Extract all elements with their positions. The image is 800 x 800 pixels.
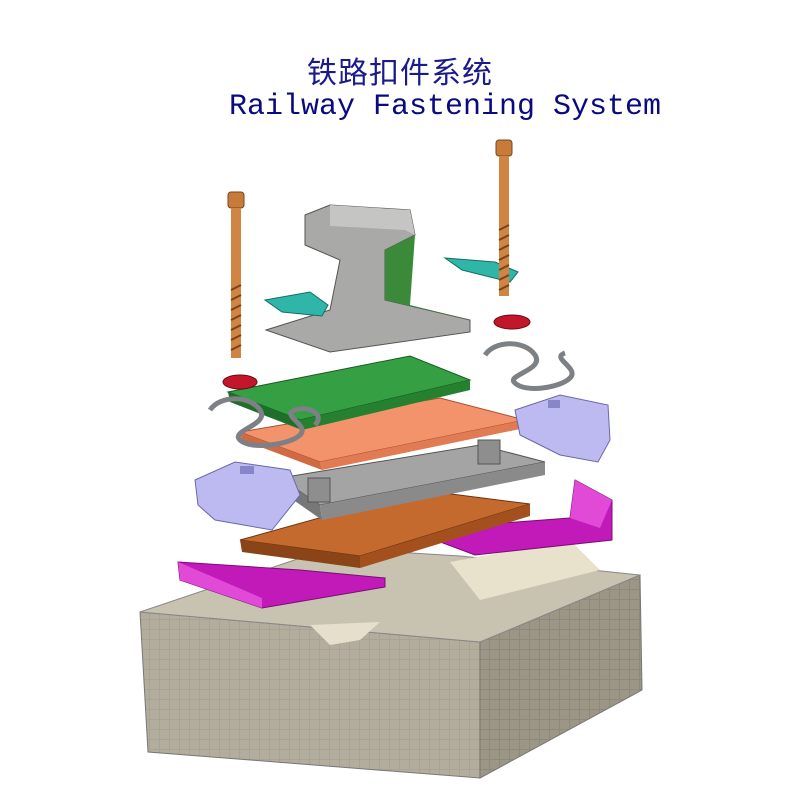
rail <box>264 204 471 353</box>
washer-left <box>222 374 258 390</box>
gauge-block-right <box>514 394 611 463</box>
clip-left <box>263 291 329 317</box>
gauge-block-left <box>194 461 301 531</box>
title-english: Railway Fastening System <box>228 90 662 124</box>
spring-clip-right <box>482 341 575 391</box>
concrete-sleeper <box>139 540 643 779</box>
base-plate-brown <box>239 489 531 568</box>
screw-spike-right <box>495 139 513 296</box>
washer-right <box>493 314 531 330</box>
rail-pad-left <box>177 561 386 609</box>
screw-spike-left <box>227 191 245 358</box>
title-chinese: 铁路扣件系统 <box>307 56 493 91</box>
spring-clip-left <box>207 396 321 448</box>
